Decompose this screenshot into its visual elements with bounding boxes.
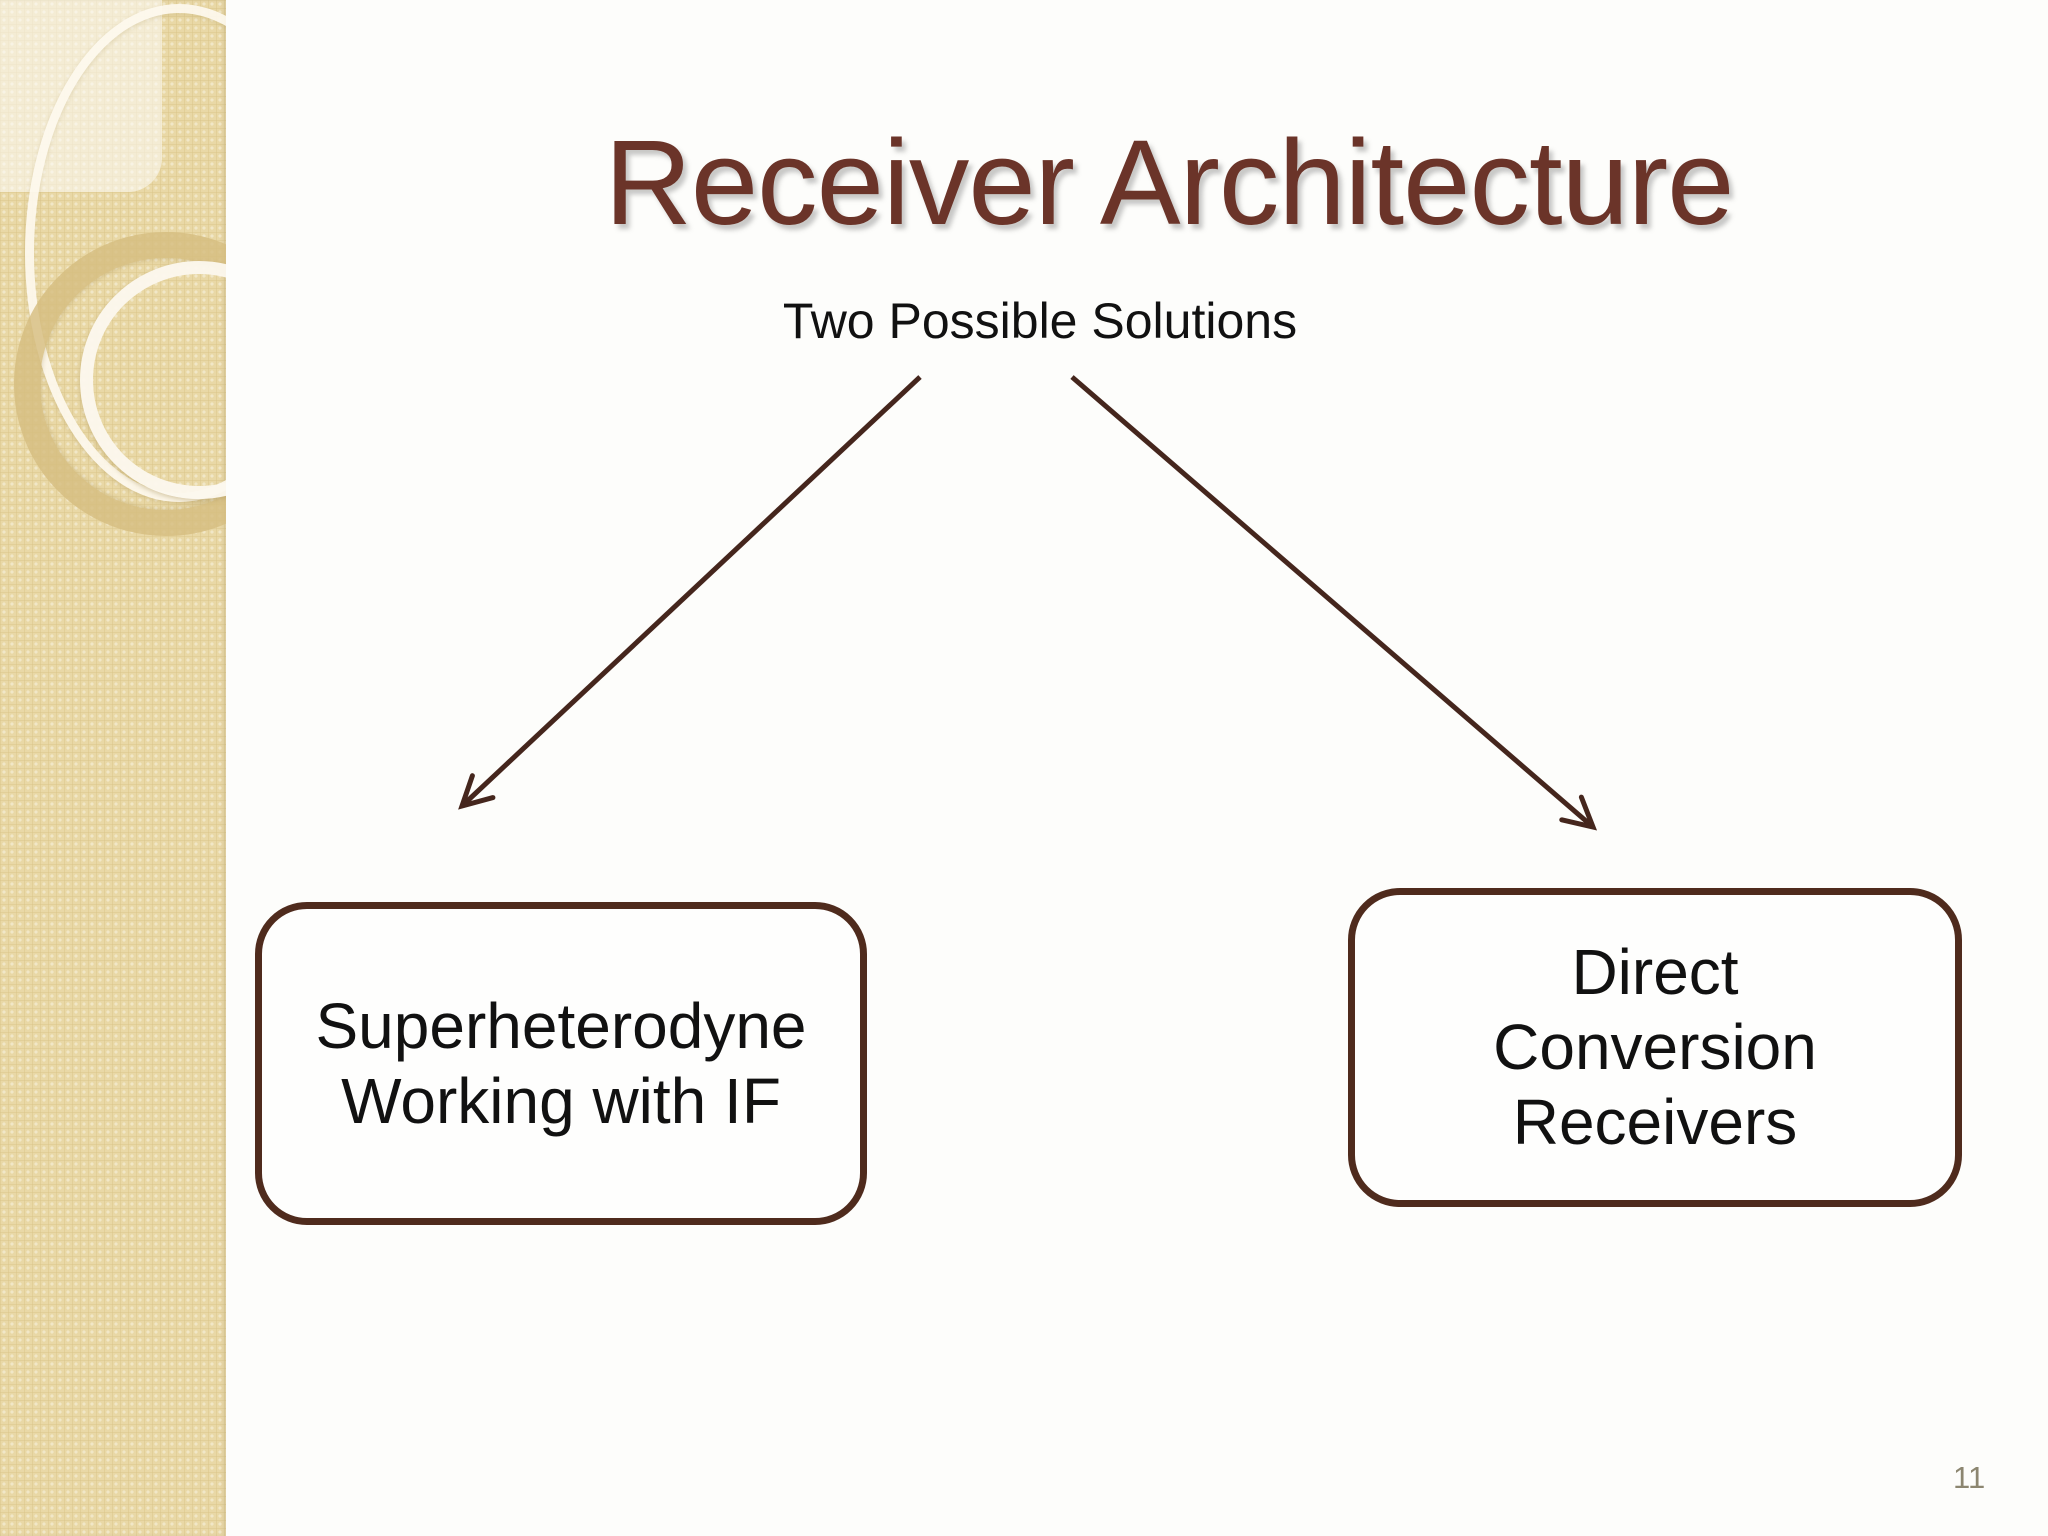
left-arrow [458,375,922,810]
slide-title: Receiver Architecture [604,114,1735,250]
direct-conversion-box: Direct Conversion Receivers [1348,888,1962,1207]
box-line: Direct [1571,936,1739,1009]
direct-conversion-box-text: Direct Conversion Receivers [1493,935,1817,1160]
box-line: Superheterodyne [315,989,807,1062]
box-line: Conversion [1493,1011,1817,1084]
superheterodyne-box: Superheterodyne Working with IF [255,902,867,1225]
box-line: Working with IF [341,1064,781,1137]
right-arrow [1070,375,1598,831]
superheterodyne-box-text: Superheterodyne Working with IF [315,989,806,1139]
page-number: 11 [1953,1460,1986,1495]
slide-subtitle: Two Possible Solutions [782,293,1298,349]
box-line: Receivers [1512,1085,1798,1158]
sidebar-decoration [0,0,226,1536]
